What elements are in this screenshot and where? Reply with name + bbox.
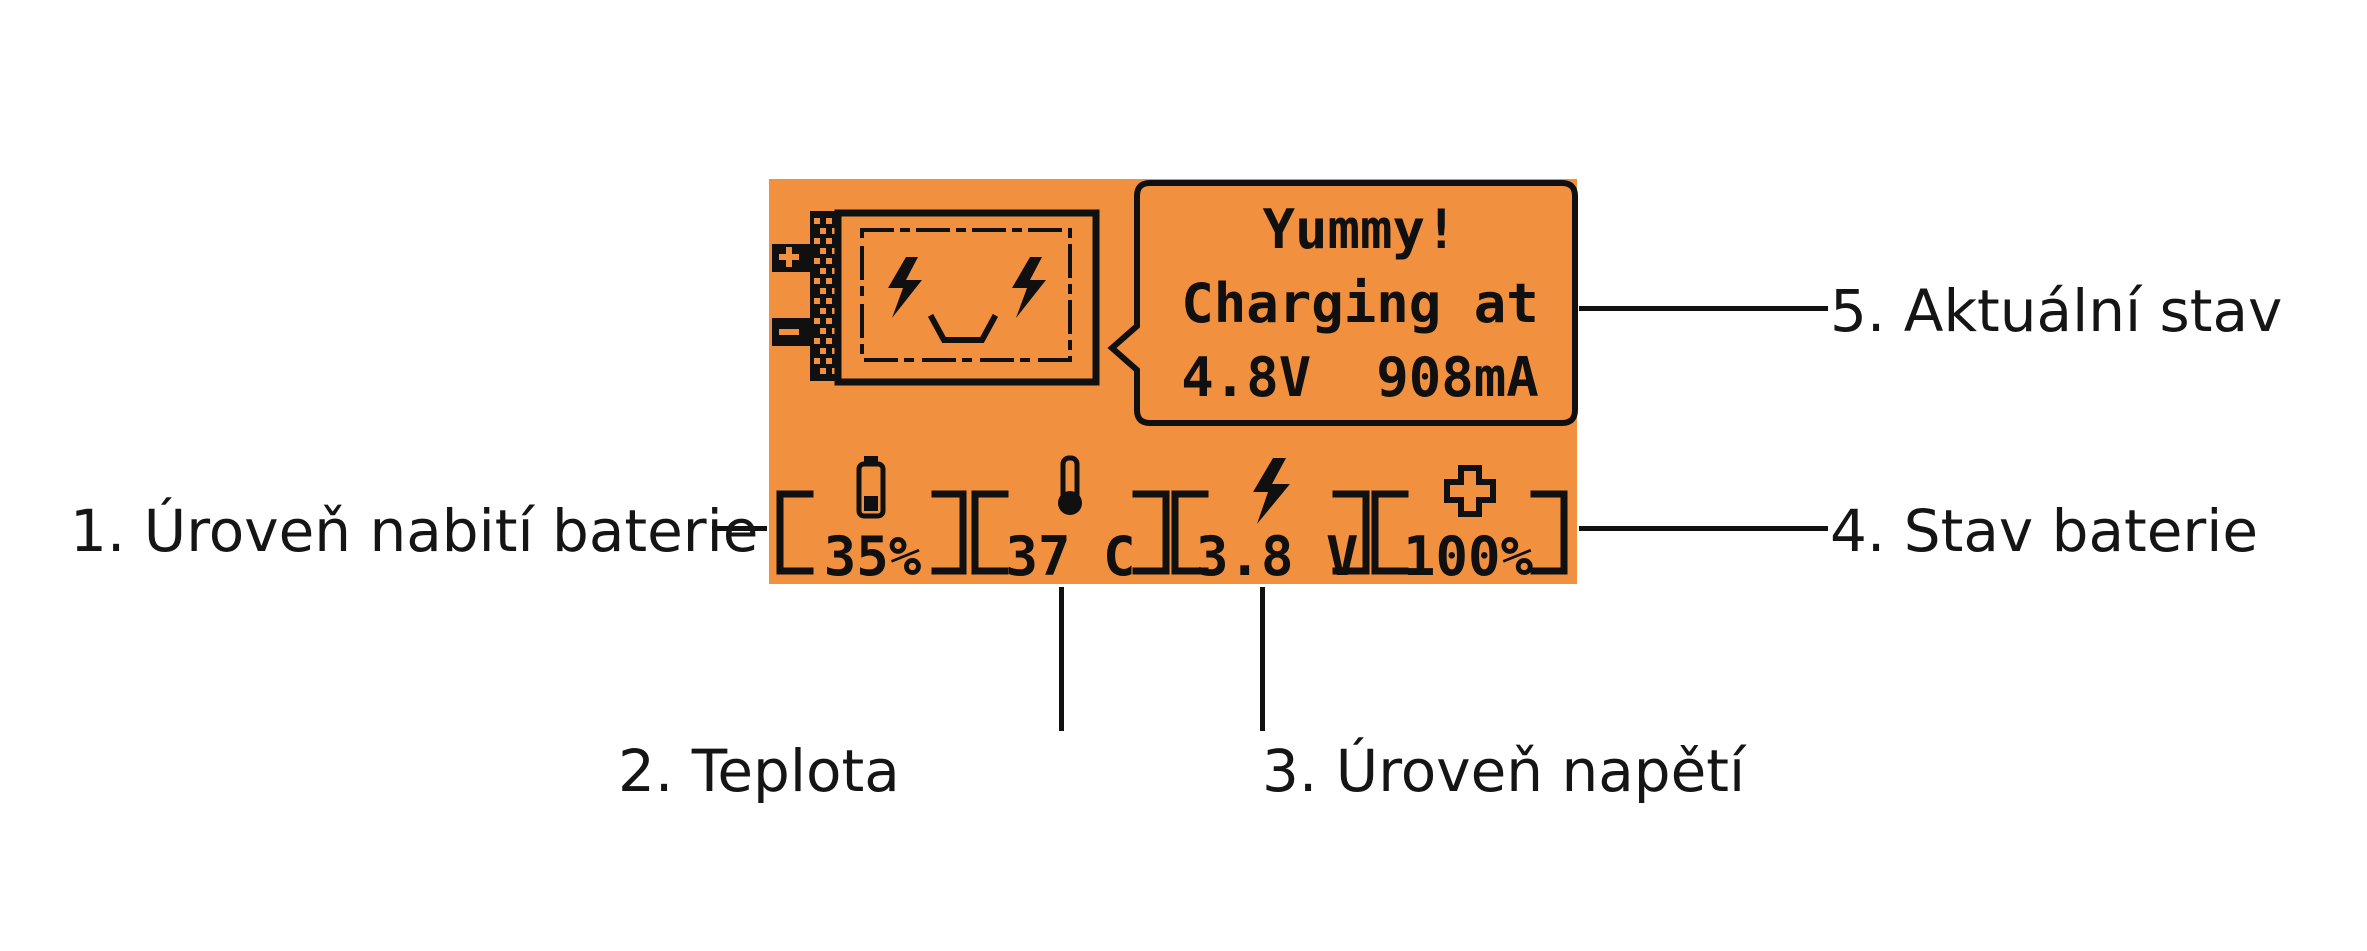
charge-level-value: 35%	[823, 525, 922, 588]
battery-character	[772, 209, 1100, 386]
callout-health: 4. Stav baterie	[1830, 497, 2259, 565]
status-bubble-outline	[1107, 180, 1578, 426]
status-line-2: Charging at	[1181, 272, 1539, 335]
thermometer-icon	[1058, 455, 1082, 515]
smile-mouth	[927, 313, 999, 343]
left-eye-bolt-icon	[888, 257, 922, 318]
leader-line-health	[1579, 526, 1828, 531]
health-value: 100%	[1402, 525, 1534, 588]
status-line-1: Yummy!	[1262, 198, 1458, 261]
voltage-value: 3.8 V	[1196, 525, 1359, 588]
right-eye-bolt-icon	[1012, 257, 1046, 318]
leader-line-voltage	[1260, 587, 1265, 731]
health-cross-icon	[1444, 465, 1496, 517]
battery-icon	[856, 456, 886, 519]
stat-brackets	[776, 490, 1568, 575]
lightning-bolt-icon	[1253, 458, 1290, 524]
battery-level-fill	[864, 496, 878, 511]
leader-line-charge-level	[712, 526, 767, 531]
callout-voltage: 3. Úroveň napětí	[1262, 737, 1746, 805]
status-line-3: 4.8V 908mA	[1181, 346, 1539, 409]
callout-charge-level: 1. Úroveň nabití baterie	[70, 497, 759, 565]
callout-temperature: 2. Teplota	[618, 737, 900, 805]
temperature-value: 37 C	[1005, 525, 1136, 588]
battery-body	[834, 209, 1100, 386]
leader-line-status	[1579, 306, 1828, 311]
leader-line-temperature	[1059, 587, 1064, 731]
callout-status: 5. Aktuální stav	[1830, 277, 2283, 345]
